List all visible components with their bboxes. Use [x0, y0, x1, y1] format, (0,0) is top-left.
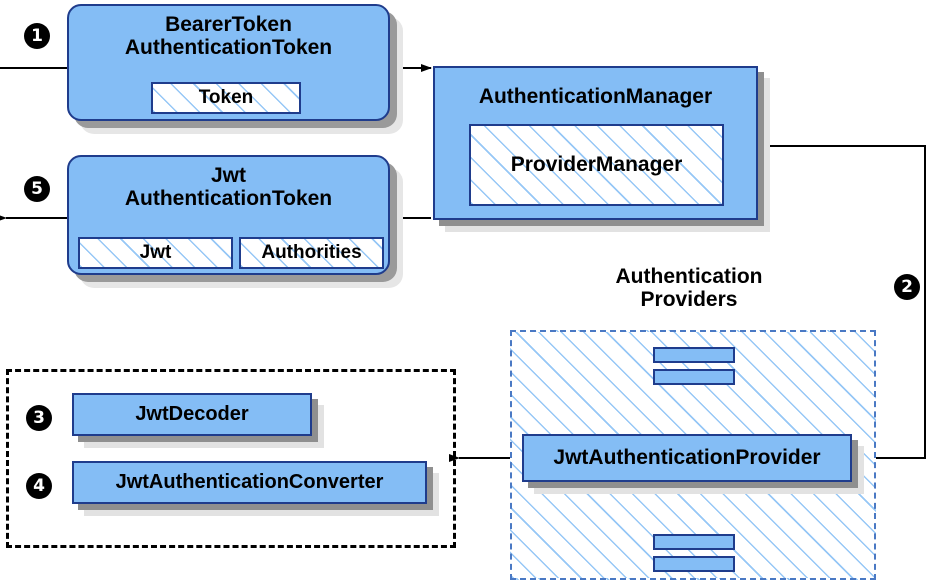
step-badge-5: 5: [24, 176, 50, 202]
provider-placeholder-bar-top-2: [653, 369, 735, 385]
provider-placeholder-bar-bottom-2: [653, 556, 735, 572]
provider-placeholder-bar-bottom-1: [653, 534, 735, 550]
node-jwt-authentication-provider[interactable]: JwtAuthenticationProvider: [522, 434, 852, 482]
node-authentication-manager[interactable]: AuthenticationManager ProviderManager: [433, 66, 758, 220]
jwt-authentication-provider-title: JwtAuthenticationProvider: [553, 446, 821, 469]
authentication-providers-label: Authentication Providers: [615, 265, 763, 312]
jwt-token-title: Jwt AuthenticationToken: [124, 164, 333, 210]
authentication-manager-slot-provider-manager: ProviderManager: [469, 124, 724, 206]
node-bearer-token-authentication-token[interactable]: BearerToken AuthenticationToken Token: [67, 4, 390, 121]
jwt-token-slot-authorities: Authorities: [239, 237, 384, 269]
step-badge-2: 2: [894, 274, 920, 300]
jwt-authentication-converter-title: JwtAuthenticationConverter: [115, 471, 384, 493]
step-badge-1: 1: [24, 23, 50, 49]
bearer-token-slot-token: Token: [151, 82, 301, 114]
step-badge-4: 4: [26, 473, 52, 499]
step-badge-3: 3: [26, 405, 52, 431]
provider-placeholder-bar-top-1: [653, 347, 735, 363]
authentication-manager-title: AuthenticationManager: [478, 85, 713, 108]
bearer-token-title: BearerToken AuthenticationToken: [124, 13, 333, 59]
jwt-token-slot-jwt: Jwt: [78, 237, 233, 269]
jwt-decoder-title: JwtDecoder: [135, 403, 249, 425]
jwt-support-components-group: [6, 369, 456, 548]
node-jwt-authentication-token[interactable]: Jwt AuthenticationToken Jwt Authorities: [67, 155, 390, 275]
node-jwt-authentication-converter[interactable]: JwtAuthenticationConverter: [72, 461, 427, 504]
node-jwt-decoder[interactable]: JwtDecoder: [72, 393, 312, 436]
